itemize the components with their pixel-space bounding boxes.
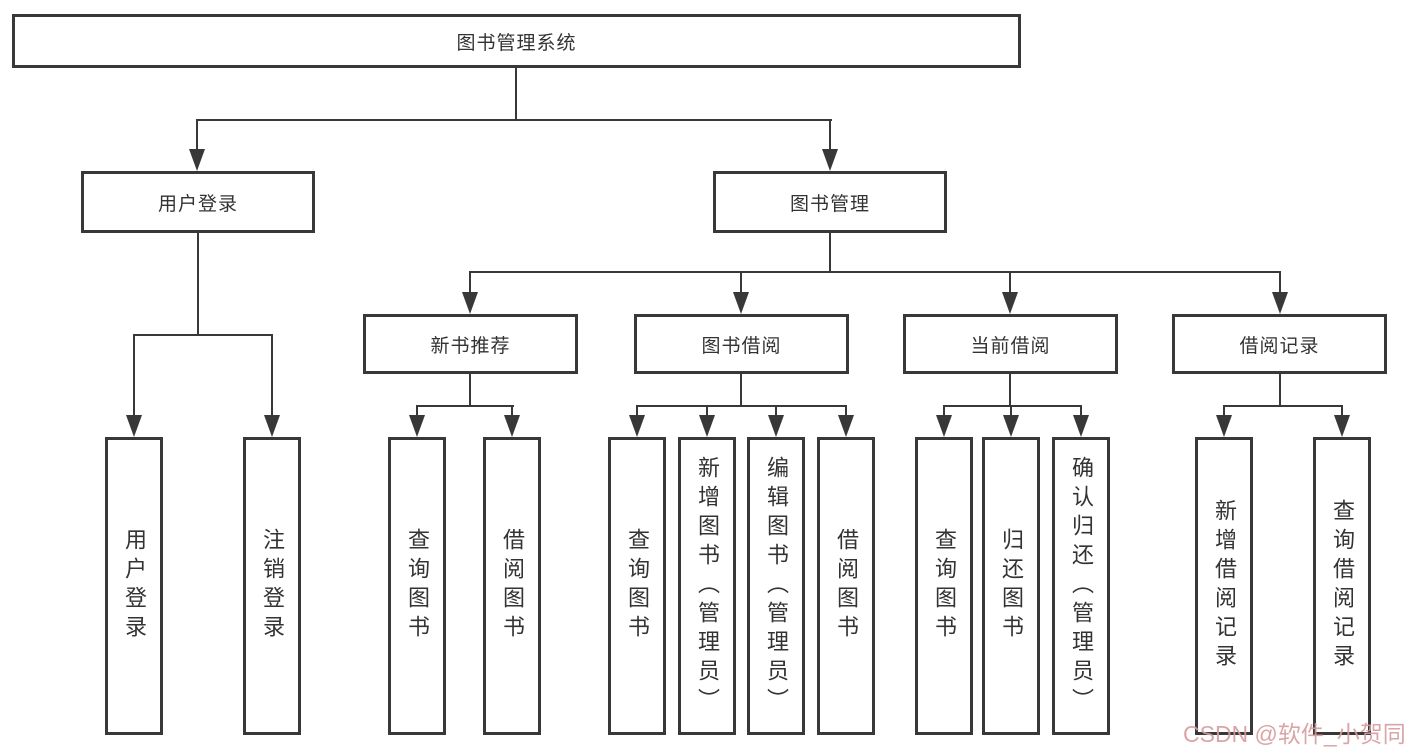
arrow-down-icon	[1073, 415, 1089, 437]
connector-user-login-stem	[197, 232, 199, 336]
arrow-down-icon	[126, 415, 142, 437]
leaf-query-books-borrow: 查询图书	[608, 437, 666, 735]
leaf-borrow-books-label: 借阅图书	[834, 528, 859, 644]
connector-current-borrow-stem	[1009, 373, 1011, 407]
node-borrow-records-label: 借阅记录	[1239, 335, 1320, 357]
leaf-add-borrow-record: 新增借阅记录	[1195, 437, 1253, 735]
arrow-down-icon	[189, 149, 205, 171]
connector-root-hbar	[196, 119, 832, 121]
connector-drop-leaf	[1341, 405, 1343, 417]
node-current-borrow-label: 当前借阅	[970, 335, 1051, 357]
leaf-borrow-books-recommend: 借阅图书	[483, 437, 541, 735]
connector-borrow-records-stem	[1279, 373, 1281, 407]
connector-current-borrow-hbar	[943, 405, 1082, 407]
connector-new-book-stem	[469, 373, 471, 407]
arrow-down-icon	[462, 292, 478, 314]
connector-borrow-records-hbar	[1223, 405, 1343, 407]
connector-drop-leaf	[271, 334, 273, 417]
leaf-query-books-current-label: 查询图书	[932, 528, 957, 644]
connector-new-book-hbar	[416, 405, 514, 407]
leaf-user-login: 用户登录	[105, 437, 163, 735]
leaf-borrow-books-recommend-label: 借阅图书	[500, 528, 525, 644]
leaf-borrow-books: 借阅图书	[817, 437, 875, 735]
leaf-return-books-label: 归还图书	[999, 528, 1024, 644]
connector-drop-leaf	[416, 405, 418, 417]
connector-drop-l3	[740, 271, 742, 294]
connector-drop-leaf	[943, 405, 945, 417]
arrow-down-icon	[1216, 415, 1232, 437]
connector-drop-user-login	[196, 119, 198, 151]
connector-drop-leaf	[636, 405, 638, 417]
connector-drop-leaf	[511, 405, 513, 417]
node-user-login: 用户登录	[81, 171, 315, 233]
arrow-down-icon	[1334, 415, 1350, 437]
connector-book-management-hbar	[469, 271, 1281, 273]
leaf-query-borrow-record-label: 查询借阅记录	[1330, 499, 1355, 673]
leaf-logout-label: 注销登录	[260, 528, 285, 644]
leaf-query-books-borrow-label: 查询图书	[625, 528, 650, 644]
connector-root-stem	[515, 67, 517, 121]
leaf-return-books: 归还图书	[982, 437, 1040, 735]
connector-drop-leaf	[133, 334, 135, 417]
node-book-borrow: 图书借阅	[634, 314, 849, 374]
connector-user-login-hbar	[133, 334, 273, 336]
leaf-edit-books-admin-label: 编辑图书（管理员）	[764, 455, 789, 717]
arrow-down-icon	[936, 415, 952, 437]
node-user-login-label: 用户登录	[157, 193, 238, 215]
connector-drop-leaf	[775, 405, 777, 417]
node-borrow-records: 借阅记录	[1172, 314, 1387, 374]
connector-drop-book-management	[829, 119, 831, 151]
leaf-logout: 注销登录	[243, 437, 301, 735]
csdn-watermark: CSDN @软件_小贺同学	[1183, 721, 1405, 747]
leaf-query-borrow-record: 查询借阅记录	[1313, 437, 1371, 735]
arrow-down-icon	[733, 292, 749, 314]
arrow-down-icon	[1002, 292, 1018, 314]
connector-book-management-stem	[829, 232, 831, 273]
arrow-down-icon	[838, 415, 854, 437]
connector-drop-l3	[1279, 271, 1281, 294]
leaf-query-books-current: 查询图书	[915, 437, 973, 735]
leaf-add-borrow-record-label: 新增借阅记录	[1212, 499, 1237, 673]
arrow-down-icon	[768, 415, 784, 437]
connector-drop-leaf	[1080, 405, 1082, 417]
leaf-confirm-return-admin-label: 确认归还（管理员）	[1069, 455, 1094, 717]
connector-drop-l3	[1009, 271, 1011, 294]
connector-drop-leaf	[1223, 405, 1225, 417]
leaf-query-books-recommend-label: 查询图书	[405, 528, 430, 644]
node-new-book-recommend-label: 新书推荐	[430, 335, 511, 357]
node-current-borrow: 当前借阅	[903, 314, 1118, 374]
connector-drop-leaf	[1010, 405, 1012, 417]
node-root-label: 图书管理系统	[456, 32, 577, 54]
node-book-management: 图书管理	[713, 171, 947, 233]
leaf-query-books-recommend: 查询图书	[388, 437, 446, 735]
node-book-management-label: 图书管理	[789, 193, 870, 215]
node-new-book-recommend: 新书推荐	[363, 314, 578, 374]
connector-drop-leaf	[706, 405, 708, 417]
arrow-down-icon	[409, 415, 425, 437]
leaf-user-login-label: 用户登录	[122, 528, 147, 644]
arrow-down-icon	[699, 415, 715, 437]
leaf-confirm-return-admin: 确认归还（管理员）	[1052, 437, 1110, 735]
arrow-down-icon	[822, 149, 838, 171]
connector-drop-l3	[469, 271, 471, 294]
arrow-down-icon	[1003, 415, 1019, 437]
connector-drop-leaf	[845, 405, 847, 417]
leaf-edit-books-admin: 编辑图书（管理员）	[747, 437, 805, 735]
node-book-borrow-label: 图书借阅	[701, 335, 782, 357]
leaf-add-books-admin-label: 新增图书（管理员）	[695, 455, 720, 717]
arrow-down-icon	[1272, 292, 1288, 314]
arrow-down-icon	[264, 415, 280, 437]
leaf-add-books-admin: 新增图书（管理员）	[678, 437, 736, 735]
connector-book-borrow-stem	[740, 373, 742, 407]
connector-book-borrow-hbar	[636, 405, 846, 407]
node-root-system: 图书管理系统	[12, 14, 1021, 68]
arrow-down-icon	[629, 415, 645, 437]
arrow-down-icon	[504, 415, 520, 437]
